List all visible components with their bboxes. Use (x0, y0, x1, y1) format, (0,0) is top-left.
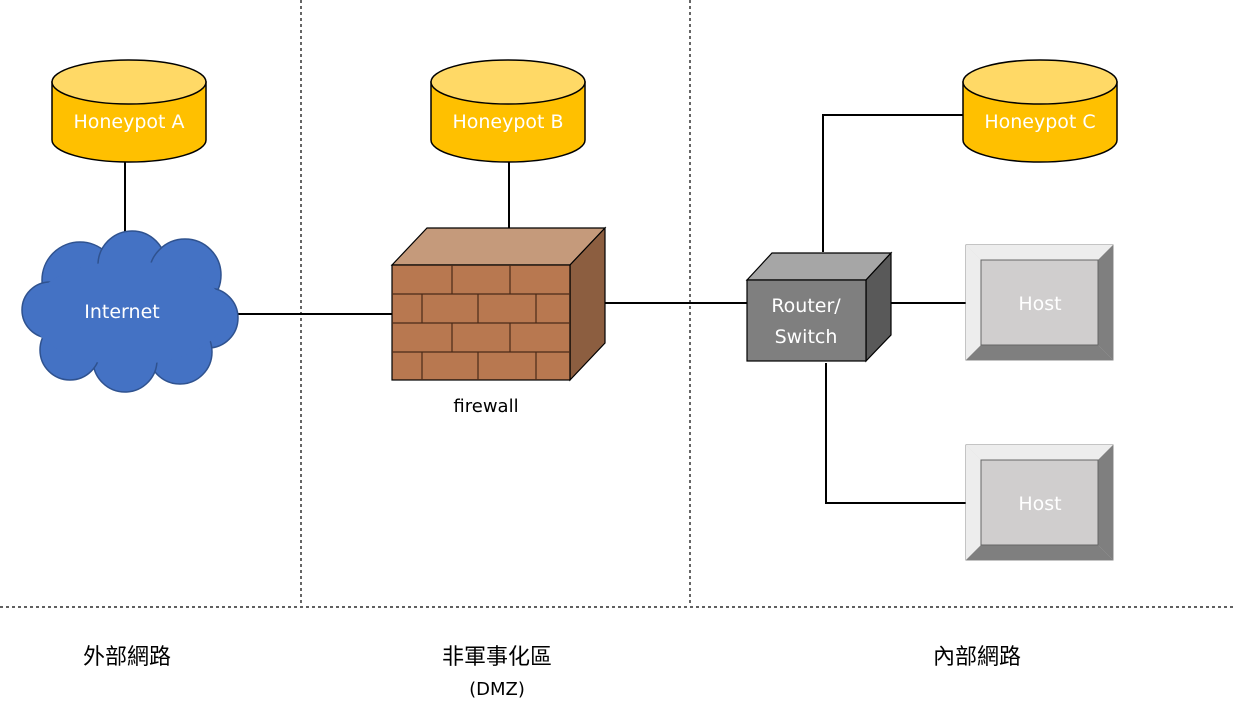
zone-label-internal: 內部網路 (933, 645, 1021, 670)
honeypot-b-label: Honeypot B (452, 111, 563, 133)
honeypot-b-database-icon: Honeypot B (430, 59, 586, 163)
internet-cloud-icon: Internet (21, 230, 239, 393)
host-1-icon: Host (965, 244, 1114, 361)
link-router-honeypot-c (822, 114, 963, 252)
honeypot-a-label: Honeypot A (73, 111, 184, 133)
firewall-icon: firewall (390, 226, 607, 417)
honeypot-a-database-icon: Honeypot A (51, 59, 207, 163)
router-label-line2: Switch (775, 326, 838, 348)
honeypot-c-database-icon: Honeypot C (962, 59, 1118, 163)
internet-label: Internet (84, 301, 159, 323)
firewall-label: firewall (453, 396, 518, 417)
zone-label-external: 外部網路 (83, 645, 171, 670)
router-label-line1: Router/ (771, 295, 841, 317)
honeypot-c-label: Honeypot C (984, 111, 1095, 133)
host-2-label: Host (1018, 493, 1061, 515)
zone-label-dmz: 非軍事化區 (442, 645, 552, 670)
firewall-bricks (392, 265, 570, 380)
host-2-icon: Host (965, 444, 1114, 561)
link-router-host-2 (825, 363, 966, 504)
connections (124, 114, 966, 504)
router-switch-icon: Router/ Switch (745, 251, 893, 363)
zone-label-dmz-sub: (DMZ) (469, 679, 525, 700)
host-1-label: Host (1018, 293, 1061, 315)
